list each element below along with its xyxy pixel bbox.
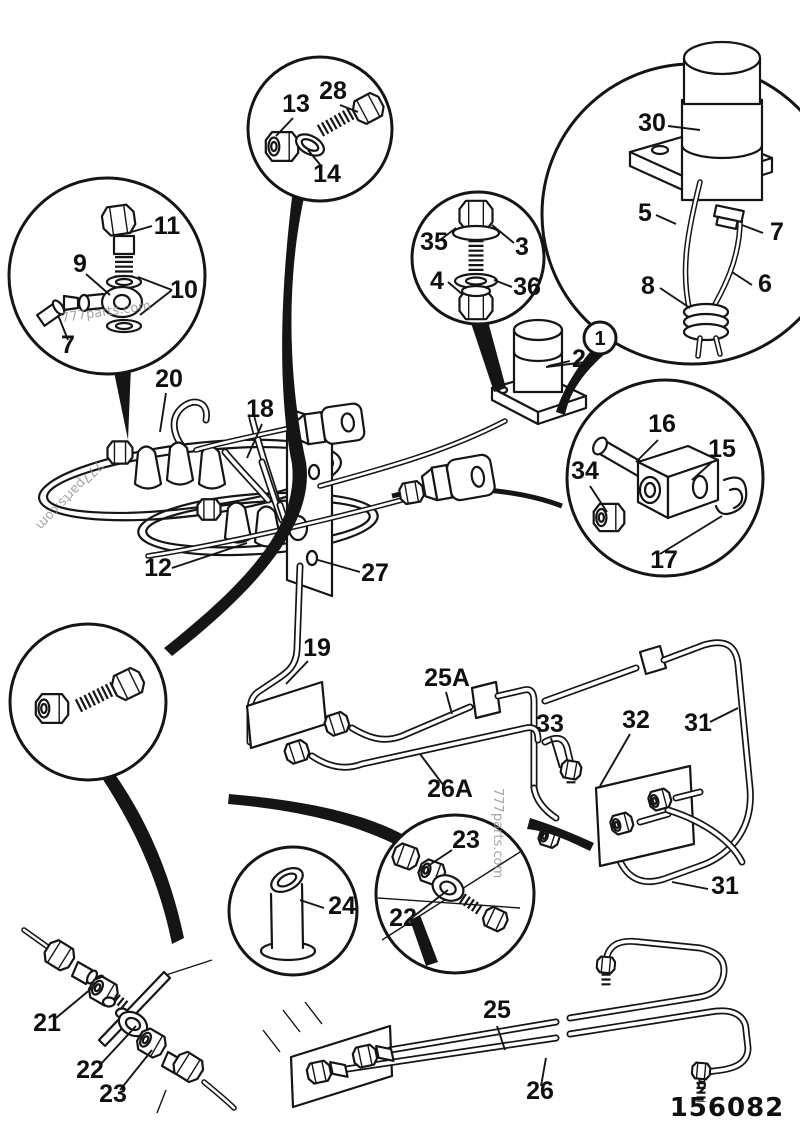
callout-21: 21 (33, 1009, 61, 1037)
leader-ribbons (102, 197, 615, 944)
callout-leader-lines (55, 104, 764, 1091)
detail-circle-spout (227, 845, 359, 977)
callout-32: 32 (622, 706, 650, 734)
callout-25: 25 (483, 996, 511, 1024)
callout-19: 19 (303, 634, 331, 662)
callout-25a: 25A (424, 664, 470, 692)
detail-circle-clevis (565, 378, 765, 578)
callout-18: 18 (246, 395, 274, 423)
callout-26: 26 (526, 1077, 554, 1105)
hose-end-fitting-lower (397, 453, 496, 506)
callout-30: 30 (638, 109, 666, 137)
detail-circle-union (374, 813, 536, 975)
callout-23b: 23 (99, 1080, 127, 1108)
pipes-25-26 (262, 937, 752, 1109)
pipes-25a-26a (282, 680, 542, 792)
callout-20: 20 (155, 365, 183, 393)
callout-16: 16 (648, 410, 676, 438)
callout-22: 22 (389, 904, 417, 932)
callout-3: 3 (515, 233, 529, 261)
callout-13: 13 (282, 90, 310, 118)
callout-6: 6 (758, 270, 772, 298)
detail-circle-bolt-29 (8, 622, 168, 782)
callout-27: 27 (361, 559, 389, 587)
pipe-bracket-32 (594, 764, 696, 868)
callout-17: 17 (650, 546, 678, 574)
callout-26a: 26A (427, 775, 473, 803)
callout-5: 5 (638, 199, 652, 227)
handwritten-mark (697, 1080, 707, 1094)
hose-end-fitting-upper (293, 402, 366, 446)
pipe-19-assembly (245, 562, 328, 750)
injection-pump-assembly (37, 398, 379, 598)
callout-2: 2 (572, 345, 586, 373)
callout-31b: 31 (711, 872, 739, 900)
callout-7: 7 (61, 331, 75, 359)
callout-28: 28 (319, 77, 347, 105)
callout-7b: 7 (770, 218, 784, 246)
detail-circle-banjo-bolt (7, 176, 207, 376)
callout-31: 31 (684, 709, 712, 737)
callout-33: 33 (536, 710, 564, 738)
callout-1-circled: 1 (594, 328, 605, 350)
callout-12: 12 (144, 554, 172, 582)
callout-11: 11 (154, 212, 181, 240)
callout-34: 34 (571, 457, 599, 485)
callout-24: 24 (328, 892, 356, 920)
bulkhead-fitting-group (21, 927, 237, 1114)
callout-36: 36 (513, 273, 541, 301)
detail-circle-filter (540, 40, 800, 366)
callout-4: 4 (430, 267, 444, 295)
callout-9: 9 (73, 250, 87, 278)
detail-circle-bolt-3 (410, 190, 546, 326)
thin-bracket-strip (97, 970, 172, 1048)
callout-15: 15 (708, 435, 736, 463)
pipes-31-32-33 (530, 639, 754, 886)
callout-14: 14 (313, 160, 341, 188)
callout-8: 8 (641, 272, 655, 300)
drawing-number: 156082 (670, 1093, 785, 1123)
watermark-3: 777parts.com (490, 788, 505, 878)
callout-numbers: 11 9 10 7 13 28 14 35 3 4 36 30 5 7 8 6 … (33, 77, 784, 1108)
callout-10: 10 (170, 276, 198, 304)
banjo-bolt (106, 440, 134, 465)
callout-23: 23 (452, 826, 480, 854)
callout-35: 35 (420, 228, 448, 256)
callout-22b: 22 (76, 1056, 104, 1084)
detail-circle-bolt-28 (246, 55, 394, 203)
circled-callout-1 (545, 320, 618, 381)
watermark-2: 777parts.com (32, 457, 105, 532)
